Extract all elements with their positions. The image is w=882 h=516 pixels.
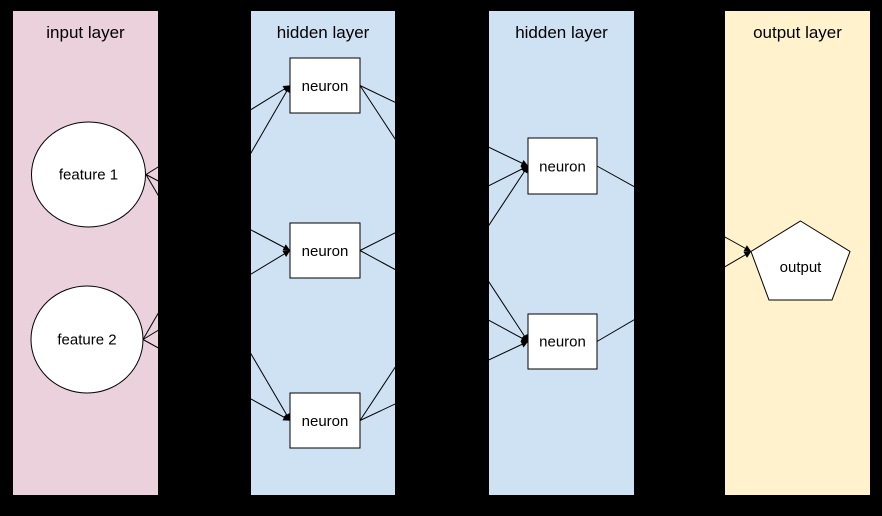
node-feature1 [31,121,146,228]
edge-h2n1-output [596,165,752,252]
layer-label-hidden2: hidden layer [515,23,608,42]
node-h2n2 [527,313,598,370]
node-feature2 [30,285,144,394]
layer-label-hidden1: hidden layer [277,23,370,42]
node-label-feature2: feature 2 [57,332,116,349]
node-h1n1 [289,57,361,114]
edge-h1n3-h2n2 [359,341,529,421]
node-output [750,220,851,301]
edge-h2n2-output [596,251,752,342]
node-label-output: output [780,259,823,276]
node-label-h2n1: neuron [539,159,586,176]
edge-h1n1-h2n1 [359,85,529,167]
node-label-feature1: feature 1 [59,167,118,184]
node-h1n2 [289,222,361,279]
node-label-h1n1: neuron [302,78,349,95]
edge-feature1-h1n2 [145,174,291,251]
node-h1n3 [289,392,361,449]
edge-h1n2-h2n1 [359,165,529,251]
edge-feature2-h1n3 [142,339,291,421]
edge-h1n3-h2n1 [359,165,529,421]
node-label-h1n3: neuron [302,413,349,430]
edge-feature2-h1n2 [142,250,291,340]
layer-label-input: input layer [46,23,125,42]
edge-feature1-h1n3 [145,174,291,421]
edge-feature2-h1n1 [142,85,291,340]
edge-h1n2-h2n2 [359,250,529,342]
node-label-h2n2: neuron [539,334,586,351]
node-label-h1n2: neuron [302,243,349,260]
edge-feature1-h1n1 [145,85,291,175]
layer-panel-input [13,11,158,495]
layer-label-output: output layer [753,23,842,42]
layer-panel-hidden2 [489,11,634,495]
node-h2n1 [527,137,598,195]
edge-h1n1-h2n2 [359,85,529,342]
